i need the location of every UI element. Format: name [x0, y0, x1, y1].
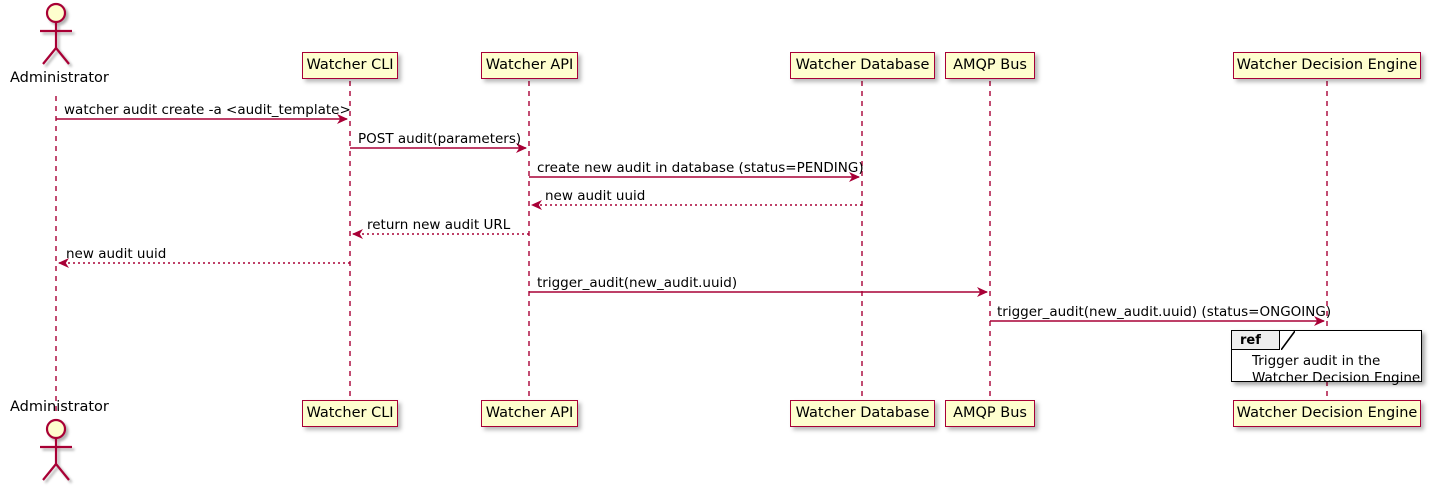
participant-watcher-decision-engine-bottom[interactable]: Watcher Decision Engine: [1233, 400, 1421, 427]
message-label-trigger-audit: trigger_audit(new_audit.uuid): [537, 275, 738, 291]
participant-amqp-bus-bottom[interactable]: AMQP Bus: [945, 400, 1035, 427]
actor-head-icon: [45, 418, 67, 440]
actor-figure-bottom: [40, 418, 72, 481]
participant-watcher-decision-engine-top[interactable]: Watcher Decision Engine: [1233, 52, 1421, 79]
actor-head-icon: [45, 2, 67, 24]
ref-fragment-line-1: Trigger audit in the: [1252, 353, 1381, 369]
message-label-create-new-audit: create new audit in database (status=PEN…: [537, 160, 864, 176]
participant-watcher-api-top[interactable]: Watcher API: [481, 52, 578, 79]
participant-watcher-database-bottom[interactable]: Watcher Database: [790, 400, 935, 427]
participant-watcher-database-top[interactable]: Watcher Database: [790, 52, 935, 79]
ref-tag-notch-icon: [1281, 331, 1295, 350]
message-label-return-new-audit-url: return new audit URL: [367, 217, 511, 233]
participant-watcher-cli-top[interactable]: Watcher CLI: [302, 52, 398, 79]
ref-fragment-line-2: Watcher Decision Engine: [1252, 370, 1421, 386]
lifelines: [55, 81, 1328, 414]
message-label-new-audit-uuid-to-admin: new audit uuid: [66, 246, 167, 262]
message-label-watcher-audit-create: watcher audit create -a <audit_template>: [64, 102, 351, 118]
participant-watcher-cli-bottom[interactable]: Watcher CLI: [302, 400, 398, 427]
ref-fragment-tag: ref: [1232, 331, 1280, 350]
message-label-new-audit-uuid-to-api: new audit uuid: [545, 188, 646, 204]
actor-label-administrator-top: Administrator: [10, 70, 109, 86]
actor-label-administrator-bottom: Administrator: [10, 399, 109, 415]
participant-watcher-api-bottom[interactable]: Watcher API: [481, 400, 578, 427]
ref-fragment-trigger-audit: ref Trigger audit in the Watcher Decisio…: [1231, 330, 1422, 386]
message-label-post-audit: POST audit(parameters): [358, 131, 522, 147]
participant-amqp-bus-top[interactable]: AMQP Bus: [945, 52, 1035, 79]
message-label-trigger-audit-ongoing: trigger_audit(new_audit.uuid) (status=ON…: [997, 304, 1332, 320]
actor-figure-top: [40, 2, 72, 65]
